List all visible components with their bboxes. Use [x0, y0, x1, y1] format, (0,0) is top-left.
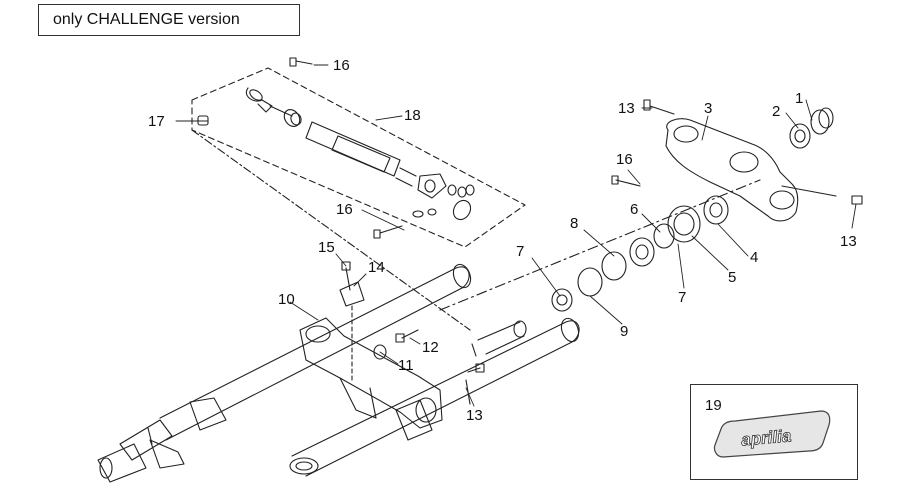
callout-4: 4 [750, 249, 759, 266]
bearing-stack [439, 179, 761, 312]
callout-12: 12 [422, 339, 439, 356]
callout-13-bottom: 13 [466, 407, 483, 424]
callout-2: 2 [772, 103, 781, 120]
callout-13-top: 13 [618, 100, 635, 117]
lower-triple-clamp [299, 317, 485, 429]
callout-7-right: 7 [678, 289, 687, 306]
aprilia-badge: aprilia [713, 410, 831, 458]
top-triple-clamp [611, 99, 863, 222]
callout-13-right: 13 [840, 233, 857, 250]
steering-stem [471, 320, 527, 357]
callout-8: 8 [570, 215, 579, 232]
version-label-box: only CHALLENGE version [38, 4, 300, 36]
callout-19: 19 [705, 397, 722, 414]
callout-15: 15 [318, 239, 335, 256]
fork-leg-left [97, 263, 472, 483]
steering-nuts [789, 107, 834, 149]
callout-9: 9 [620, 323, 629, 340]
fork-leg-right [289, 317, 580, 477]
callout-6: 6 [630, 201, 639, 218]
callout-7-left: 7 [516, 243, 525, 260]
steering-damper-panel [191, 67, 526, 331]
callout-16-top: 16 [333, 57, 350, 74]
callout-3: 3 [704, 100, 713, 117]
badge-inset: 19 aprilia [690, 384, 858, 480]
callout-5: 5 [728, 269, 737, 286]
bracket-and-bolt [339, 261, 365, 381]
callout-17: 17 [148, 113, 165, 130]
callout-leaders [175, 64, 857, 407]
version-label: only CHALLENGE version [53, 11, 240, 28]
callout-16-right: 16 [616, 151, 633, 168]
callout-11: 11 [398, 357, 414, 374]
callout-14: 14 [368, 259, 385, 276]
callout-18: 18 [404, 107, 421, 124]
steering-damper [245, 87, 475, 221]
callout-16-middle: 16 [336, 201, 353, 218]
callout-10: 10 [278, 291, 295, 308]
callout-1: 1 [795, 90, 804, 107]
